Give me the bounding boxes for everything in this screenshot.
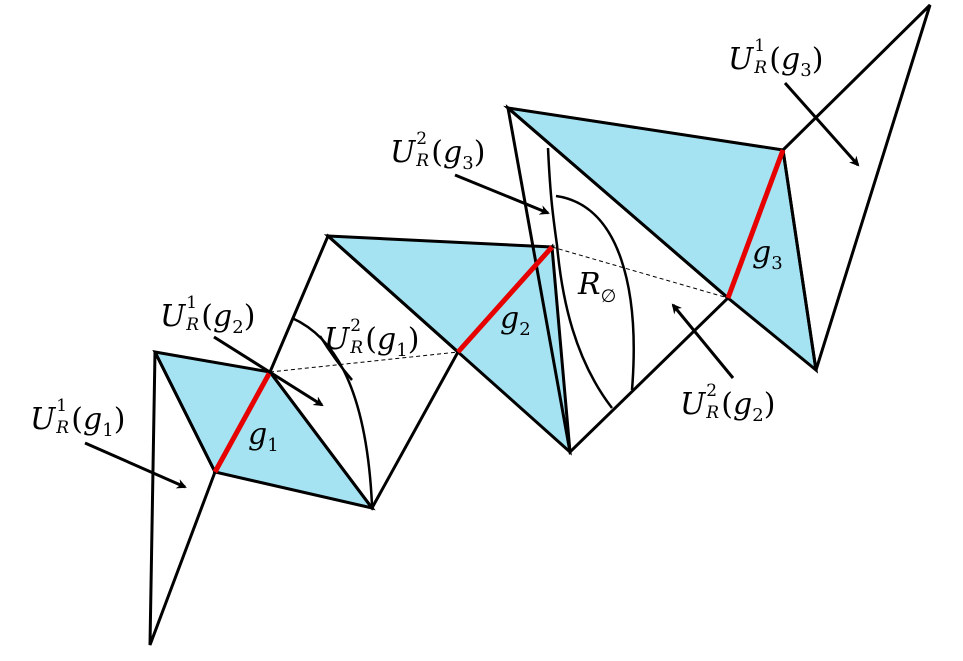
white-face-far-left — [148, 351, 217, 646]
dashed-connector-right — [551, 246, 729, 299]
arrow-u1-g2 — [213, 335, 324, 407]
arrow-u1-g1 — [84, 441, 187, 489]
arrow-u1-g3 — [783, 82, 860, 167]
curve-center-left — [546, 147, 613, 409]
edge-g3 — [725, 149, 786, 299]
curve-center-arc — [555, 194, 635, 391]
edge-g2 — [456, 245, 554, 354]
dashed-connector-left — [269, 351, 459, 373]
label-g3: g3 — [752, 235, 783, 274]
label-g2: g2 — [500, 301, 531, 340]
label-g1: g1 — [248, 417, 279, 456]
curve-u2-g1-right — [318, 335, 353, 381]
edge-g1 — [212, 370, 273, 474]
arrow-u2-g2 — [671, 303, 735, 379]
white-face-center — [505, 104, 731, 456]
label-r-empty: R∅ — [578, 267, 617, 307]
white-face-far-right — [781, 3, 932, 371]
arrow-u2-g3 — [454, 173, 550, 215]
